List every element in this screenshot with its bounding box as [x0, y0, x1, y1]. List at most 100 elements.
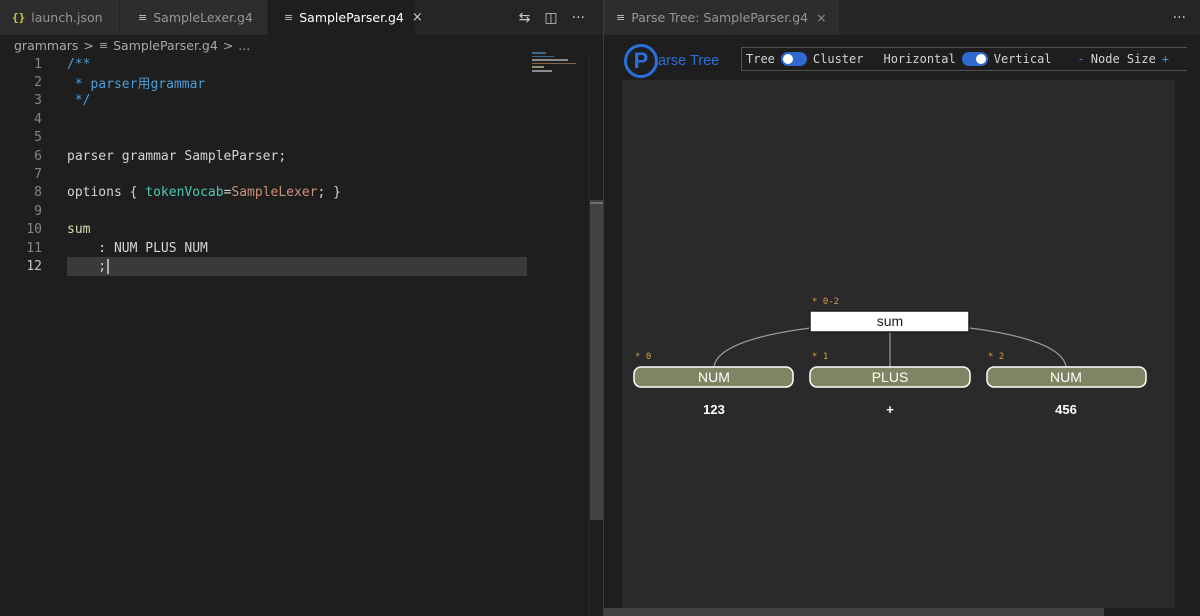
token-index-label: * 0 — [635, 352, 651, 362]
left-editor-group: {} launch.json ≡ SampleLexer.g4 ≡ Sample… — [0, 0, 603, 616]
minimap[interactable] — [532, 52, 588, 82]
parse-tree-title: arse Tree — [658, 53, 720, 69]
line-text: : NUM PLUS NUM — [67, 241, 208, 256]
code-token: = — [223, 185, 232, 201]
line-number: 12 — [26, 258, 42, 274]
chevron-right-icon: > — [83, 37, 94, 53]
line-number: 10 — [26, 222, 42, 238]
node-size-decrease-button[interactable]: - — [1077, 52, 1085, 66]
code-line[interactable]: 7 — [0, 165, 590, 183]
vertical-scrollbar[interactable] — [589, 55, 603, 616]
cluster-label: Cluster — [812, 52, 864, 66]
tab-label: SampleLexer.g4 — [153, 10, 253, 25]
line-number: 9 — [34, 203, 42, 219]
line-text: * parser用grammar — [67, 73, 205, 92]
line-text: ; — [67, 258, 110, 274]
compare-changes-icon[interactable]: ⇆ — [518, 9, 531, 26]
horizontal-scrollbar[interactable] — [604, 608, 1200, 616]
rule-node-sum[interactable] — [809, 310, 970, 333]
close-icon[interactable]: × — [816, 10, 827, 25]
code-token: * parser用grammar — [67, 77, 206, 93]
node-size-label: Node Size — [1090, 52, 1156, 66]
more-actions-icon[interactable]: ··· — [571, 9, 585, 26]
editor-group-divider[interactable] — [603, 0, 604, 616]
editor-actions: ⇆ ◫ ··· — [519, 0, 585, 35]
right-tab-bar: ≡ Parse Tree: SampleParser.g4 × ··· — [604, 0, 1200, 35]
parse-tree-logo: P — [624, 44, 658, 78]
code-line[interactable]: 10 sum — [0, 221, 590, 239]
line-number: 4 — [34, 111, 42, 127]
code-line[interactable]: 8 options { tokenVocab=SampleLexer; } — [0, 184, 590, 202]
lines-icon: ≡ — [138, 11, 148, 24]
split-editor-icon[interactable]: ◫ — [544, 9, 558, 26]
scrollbar-cursor-marker — [590, 202, 603, 204]
scrollbar-thumb[interactable] — [590, 200, 603, 520]
code-token: SampleLexer — [231, 185, 318, 201]
root-range-label: * 0-2 — [812, 297, 839, 307]
breadcrumb-tail[interactable]: ... — [238, 37, 251, 53]
token-text: 456 — [1055, 402, 1077, 417]
code-line[interactable]: 2 * parser用grammar — [0, 73, 590, 92]
code-token: : NUM PLUS NUM — [67, 240, 208, 256]
code-token: tokenVocab — [145, 185, 224, 201]
line-text: options { tokenVocab=SampleLexer; } — [67, 185, 341, 200]
code-line[interactable]: 11 : NUM PLUS NUM — [0, 239, 590, 257]
orientation-toggle[interactable] — [961, 52, 988, 66]
chevron-right-icon: > — [222, 37, 234, 53]
vertical-scrollbar[interactable] — [1187, 35, 1200, 608]
line-number: 8 — [34, 185, 42, 201]
token-index-label: * 2 — [988, 352, 1004, 362]
more-actions-icon[interactable]: ··· — [1172, 9, 1186, 26]
token-index-label: * 1 — [812, 352, 828, 362]
code-line[interactable]: 5 — [0, 129, 590, 147]
parse-tree-toolbar: Tree Cluster Horizontal Vertical - Node … — [741, 47, 1200, 71]
breadcrumb-file[interactable]: SampleParser.g4 — [113, 37, 218, 53]
text-cursor — [107, 258, 110, 274]
tab-sampleparser[interactable]: ≡ SampleParser.g4 × — [268, 0, 423, 35]
line-text: sum — [67, 222, 90, 237]
line-number: 2 — [34, 75, 42, 91]
token-text: + — [886, 402, 894, 417]
code-token: */ — [67, 93, 91, 109]
code-line[interactable]: 9 — [0, 202, 590, 220]
json-icon: {} — [12, 11, 26, 24]
tab-samplelexer[interactable]: ≡ SampleLexer.g4 — [120, 0, 268, 35]
close-icon[interactable]: × — [411, 10, 423, 25]
line-text: */ — [67, 93, 91, 109]
code-line[interactable]: 1/** — [0, 55, 590, 73]
code-line[interactable]: 4 — [0, 110, 590, 128]
parse-tree-svg: * 0-2 sum * 0 NUM 123 * 1 PLUS + * 2 NUM… — [633, 297, 1147, 417]
node-size-increase-button[interactable]: + — [1161, 52, 1170, 66]
parse-tree-header: P arse Tree — [624, 44, 719, 78]
code-token: sum — [67, 222, 91, 238]
token-node-num[interactable] — [633, 366, 794, 388]
line-number: 3 — [34, 93, 42, 109]
code-token: options { — [67, 185, 146, 201]
line-number: 7 — [34, 167, 42, 183]
tree-cluster-toggle[interactable] — [780, 52, 807, 66]
code-line[interactable]: 12 ; — [0, 257, 590, 276]
token-node-plus[interactable] — [809, 366, 971, 388]
breadcrumb-folder[interactable]: grammars — [14, 37, 79, 53]
code-token: ; — [67, 258, 107, 274]
right-editor-group: ≡ Parse Tree: SampleParser.g4 × ··· P ar… — [604, 0, 1200, 616]
lines-icon: ≡ — [616, 11, 626, 24]
code-line[interactable]: 3 */ — [0, 92, 590, 110]
tab-parse-tree[interactable]: ≡ Parse Tree: SampleParser.g4 × — [604, 0, 839, 35]
tab-label: Parse Tree: SampleParser.g4 — [631, 10, 809, 25]
tab-launch-json[interactable]: {} launch.json — [0, 0, 120, 35]
horizontal-label: Horizontal — [883, 52, 956, 66]
current-line-highlight — [67, 257, 527, 276]
scrollbar-thumb[interactable] — [604, 608, 1104, 616]
line-text: /** — [67, 57, 90, 72]
parse-tree-canvas[interactable]: * 0-2 sum * 0 NUM 123 * 1 PLUS + * 2 NUM… — [622, 80, 1175, 608]
line-text: parser grammar SampleParser; — [67, 149, 286, 164]
code-token: /** — [67, 56, 91, 72]
lines-icon: ≡ — [284, 11, 294, 24]
token-node-label: NUM — [698, 369, 730, 385]
lines-icon: ≡ — [98, 38, 109, 52]
token-node-num[interactable] — [986, 366, 1147, 388]
breadcrumb: grammars > ≡ SampleParser.g4 > ... — [14, 36, 250, 54]
